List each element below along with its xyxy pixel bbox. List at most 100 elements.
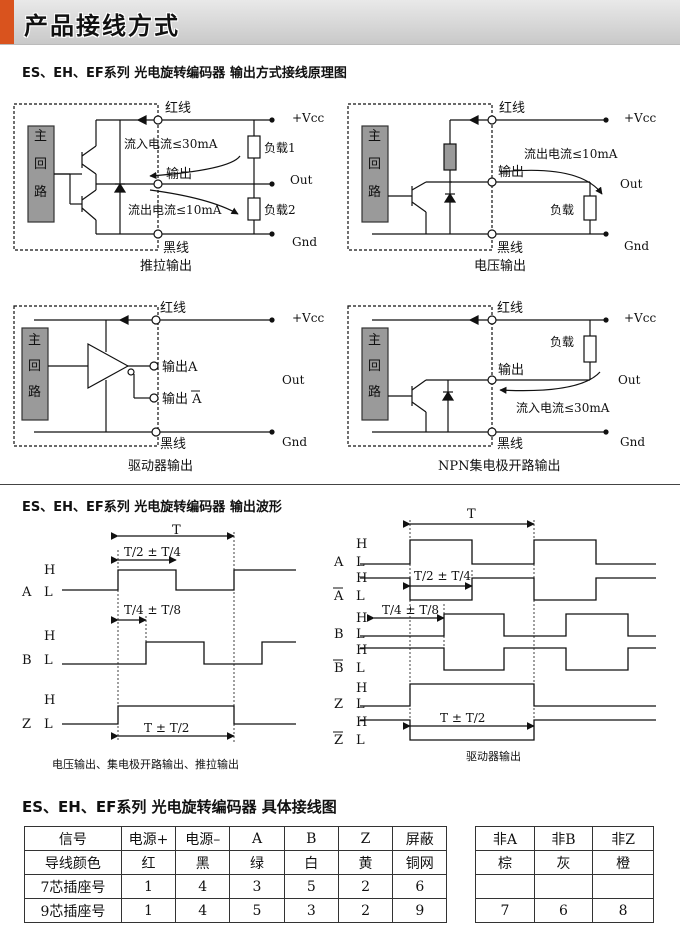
table-cell: 非A — [475, 826, 535, 851]
encoder-boundary — [13, 103, 159, 251]
waveform-left-labels: T T/2 ± T/4 T/4 ± T/8 T ± T/2 H L A H L … — [21, 523, 239, 771]
d1-out: Out — [290, 173, 313, 187]
d2-source-current: 流出电流≤10mA — [524, 147, 618, 161]
table-cell: 白 — [283, 850, 339, 875]
encoder-boundary — [347, 103, 493, 251]
wr-zbar-low: L — [356, 733, 365, 748]
d4-black-wire: 黑线 — [497, 437, 523, 452]
d2-main-circuit-3: 路 — [368, 184, 381, 200]
row-header-cell: 信号 — [24, 826, 122, 851]
d4-out: Out — [618, 373, 641, 387]
waveform-right-labels: T T/2 ± T/4 T/4 ± T/8 T ± T/2 H L A H L … — [333, 507, 521, 763]
d4-output-label: 输出 — [498, 362, 524, 378]
wr-a-channel: A — [333, 555, 344, 570]
d2-main-circuit-2: 回 — [368, 157, 381, 172]
encoder-boundary — [13, 305, 159, 447]
wr-a-low: L — [356, 555, 365, 570]
d1-source-current: 流出电流≤10mA — [128, 203, 222, 217]
table-cell: 3 — [229, 874, 285, 899]
table-cell: 7 — [475, 898, 535, 923]
wl-z-width: T ± T/2 — [144, 721, 189, 735]
wr-abar-high: H — [356, 571, 367, 586]
d2-vcc: +Vcc — [624, 111, 656, 125]
d4-sink-current: 流入电流≤30mA — [516, 401, 610, 415]
table-cell: 棕 — [475, 850, 535, 875]
d2-red-wire: 红线 — [499, 100, 525, 116]
wr-bbar-channel: B — [334, 661, 344, 676]
d2-black-wire: 黑线 — [497, 241, 523, 256]
row-header-cell: 导线颜色 — [24, 850, 122, 875]
table-cell: 3 — [283, 898, 339, 923]
wr-z-low: L — [356, 697, 365, 712]
table-cell: 红 — [120, 850, 177, 875]
table-cell: 2 — [337, 874, 394, 899]
diagram-push-pull — [13, 103, 275, 251]
table-cell — [533, 874, 594, 899]
table-cell — [446, 874, 477, 899]
page-title: 产品接线方式 — [24, 12, 180, 40]
d1-gnd: Gnd — [292, 235, 317, 249]
d2-gnd: Gnd — [624, 239, 649, 253]
wr-b-channel: B — [334, 627, 344, 642]
d1-red-wire: 红线 — [165, 100, 191, 116]
table-cell: 1 — [120, 898, 177, 923]
d2-caption: 电压输出 — [474, 258, 526, 274]
d4-main-circuit-3: 路 — [368, 384, 381, 400]
wr-z-width: T ± T/2 — [440, 711, 485, 725]
wr-bbar-low: L — [356, 661, 365, 676]
wr-z-high: H — [356, 681, 367, 696]
d1-main-circuit-3: 路 — [34, 184, 47, 200]
wl-b-channel: B — [22, 653, 32, 668]
table-cell — [592, 874, 654, 899]
d1-load2: 负载2 — [264, 203, 296, 217]
section1-heading: ES、EH、EF系列 光电旋转编码器 输出方式接线原理图 — [22, 66, 347, 81]
wl-z-high: H — [44, 693, 55, 708]
d1-sink-current: 流入电流≤30mA — [124, 137, 218, 151]
wr-b-low: L — [356, 627, 365, 642]
table-cell: 灰 — [533, 850, 594, 875]
wr-a-high: H — [356, 537, 367, 552]
table-cell: 铜网 — [392, 850, 448, 875]
wl-b-high: H — [44, 629, 55, 644]
d2-main-circuit-1: 主 — [368, 129, 381, 144]
table-cell: A — [229, 826, 285, 851]
table-cell: 1 — [120, 874, 177, 899]
wr-zbar-channel: Z — [334, 733, 343, 748]
d4-main-circuit-2: 回 — [368, 359, 381, 374]
wl-caption: 电压输出、集电极开路输出、推拉输出 — [52, 757, 239, 771]
wl-b-low: L — [44, 653, 53, 668]
d1-main-circuit-2: 回 — [34, 157, 47, 172]
table-cell: 非Z — [592, 826, 654, 851]
wr-zbar-high: H — [356, 715, 367, 730]
d3-main-circuit-1: 主 — [28, 333, 41, 348]
d3-out: Out — [282, 373, 305, 387]
section3-heading: ES、EH、EF系列 光电旋转编码器 具体接线图 — [22, 798, 337, 816]
table-cell: 4 — [175, 898, 231, 923]
d4-load: 负载 — [550, 335, 574, 349]
table-cell — [475, 874, 535, 899]
table-cell: 电源+ — [120, 826, 177, 851]
d1-caption: 推拉输出 — [140, 258, 192, 274]
table-cell: Z — [337, 826, 394, 851]
table-cell: 屏蔽 — [392, 826, 448, 851]
row-header-cell: 7芯插座号 — [24, 874, 122, 899]
table-cell — [446, 826, 477, 851]
d3-red-wire: 红线 — [160, 300, 186, 316]
d3-out-a-bar: 输出 A — [162, 391, 202, 407]
d3-out-a: 输出A — [162, 359, 198, 375]
table-cell: 黄 — [337, 850, 394, 875]
encoder-boundary — [347, 305, 493, 447]
table-cell: 9 — [392, 898, 448, 923]
main-circuit-block — [361, 327, 389, 421]
table-cell: 6 — [533, 898, 594, 923]
wr-a-width: T/2 ± T/4 — [414, 569, 471, 583]
table-cell: 5 — [283, 874, 339, 899]
d3-black-wire: 黑线 — [160, 437, 186, 452]
d3-caption: 驱动器输出 — [128, 458, 193, 474]
row-header-cell: 9芯插座号 — [24, 898, 122, 923]
table-cell: B — [283, 826, 339, 851]
wr-b-shift: T/4 ± T/8 — [382, 603, 439, 617]
